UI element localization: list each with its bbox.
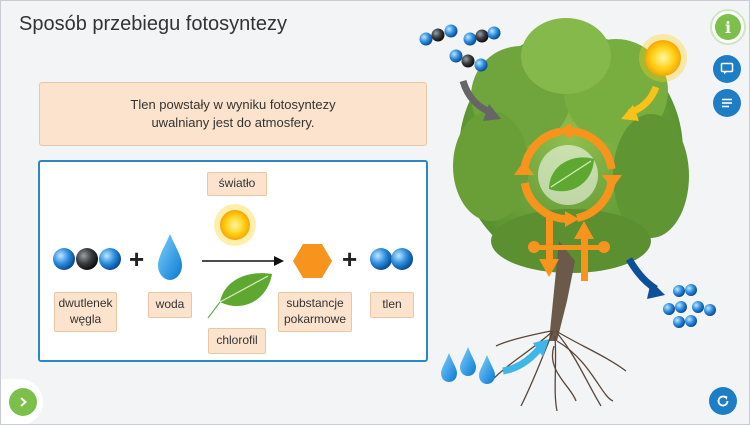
info-callout: Tlen powstały w wyniku fotosyntezy uwaln…	[39, 82, 427, 146]
light-label: światło	[207, 172, 267, 196]
sun-icon	[214, 204, 256, 246]
info-callout-line1: Tlen powstały w wyniku fotosyntezy	[130, 96, 336, 112]
info-icon: i	[715, 14, 741, 40]
plus-sign-2: +	[342, 244, 358, 274]
refresh-button[interactable]	[709, 387, 737, 415]
page-title: Sposób przebiegu fotosyntezy	[19, 13, 287, 35]
info-callout-line2: uwalniany jest do atmosfery.	[151, 115, 315, 130]
sun-icon-scene	[639, 34, 687, 82]
next-arrow-icon	[9, 388, 37, 416]
co2-label-line2: węgla	[69, 312, 102, 326]
tree-roots	[490, 330, 627, 412]
nutrients-hexagon-icon	[293, 244, 332, 278]
list-icon	[722, 98, 732, 108]
equation-graphics	[53, 204, 413, 319]
co2-label-line1: dwutlenek	[58, 296, 113, 311]
info-button[interactable]: i	[710, 9, 746, 45]
water-drops-scene	[441, 347, 495, 384]
next-button[interactable]	[1, 379, 43, 424]
comment-icon	[720, 62, 734, 75]
oxygen-molecule-icon	[370, 248, 413, 270]
nutrients-label-line1: substancje	[286, 296, 344, 311]
chlorophyll-label: chlorofil	[208, 328, 266, 354]
nutrients-label-line2: pokarmowe	[283, 312, 347, 326]
photosynthesis-cycle	[514, 123, 622, 281]
water-label: woda	[148, 292, 192, 318]
list-button[interactable]	[713, 89, 741, 117]
comment-button[interactable]	[713, 55, 741, 83]
water-drop-icon	[158, 234, 182, 280]
tree-trunk	[549, 241, 575, 341]
water-inflow-arrow	[502, 346, 542, 375]
leaf-icon	[207, 273, 272, 319]
nutrients-label: substancje pokarmowe	[278, 292, 352, 332]
co2-molecules-top	[419, 24, 501, 72]
tree-crown	[453, 18, 689, 273]
oxygen-molecules-out	[663, 284, 716, 328]
reaction-arrow	[202, 256, 284, 266]
plus-sign-1: +	[129, 244, 145, 274]
oxygen-label: tlen	[370, 292, 414, 318]
refresh-icon	[717, 395, 729, 407]
co2-label: dwutlenek węgla	[54, 292, 117, 332]
photosynthesis-equation: + + światło dwutlenek węgla woda chlorof…	[38, 160, 428, 362]
co2-molecule-icon	[53, 248, 121, 270]
